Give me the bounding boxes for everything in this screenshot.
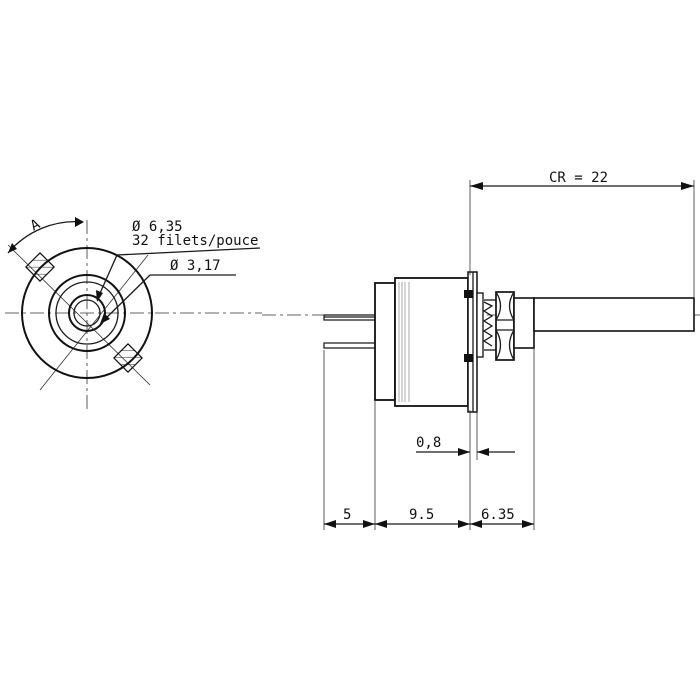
body-outer-circle [21, 247, 153, 379]
thread-diameter-label: Ø 6,35 [132, 219, 183, 235]
washer [476, 292, 484, 358]
arrowhead [75, 217, 84, 227]
shaft-inner-circle [73, 299, 101, 327]
arrowhead [522, 520, 534, 528]
body-dimension-label: 9.5 [409, 507, 434, 523]
washer-dimension-label: 0,8 [416, 435, 441, 451]
shaft-diameter-label: Ø 3,17 [170, 258, 221, 274]
shaft [533, 297, 695, 332]
arrowhead [100, 313, 110, 324]
arrowhead [363, 520, 375, 528]
arrowhead [96, 290, 103, 302]
arrowhead [375, 520, 387, 528]
arrowhead [458, 448, 470, 456]
front-diagonal-line [39, 254, 149, 391]
angle-arc [7, 221, 84, 254]
arrowhead [8, 243, 17, 253]
body-shading [398, 282, 410, 402]
mounting-lug-upper [25, 252, 55, 282]
arrowhead [681, 182, 694, 190]
arrowhead [324, 520, 336, 528]
thread-leader-underline [116, 247, 261, 256]
travel-dimension-label: CR = 22 [549, 170, 608, 186]
mounting-lug-lower [113, 343, 143, 373]
thread-profile [482, 301, 494, 347]
shaft-outer-circle [68, 294, 106, 332]
potentiometer-body [394, 277, 469, 407]
side-view: CR = 22 0,8 5 9.5 6.35 [262, 170, 700, 530]
angle-label: A [28, 216, 43, 234]
thread-inner-circle [55, 281, 119, 345]
arrowhead [458, 520, 470, 528]
bushing [513, 297, 535, 349]
bushing-dimension-label: 6.35 [481, 507, 515, 523]
arrowhead [470, 520, 482, 528]
terminal-pins [323, 314, 379, 349]
hex-nut [495, 291, 515, 361]
arrowhead [470, 182, 483, 190]
flange-rivet-lower [464, 354, 473, 362]
shaft-leader-line [100, 274, 151, 324]
arrowhead [477, 448, 489, 456]
flange-rivet-upper [464, 290, 473, 298]
rear-plate [374, 282, 396, 401]
thread-pitch-label: 32 filets/pouce [132, 233, 258, 249]
front-view: A Ø 6,35 32 filets/pouce Ø 3,17 [5, 216, 262, 410]
pins-dimension-label: 5 [343, 507, 351, 523]
thread-outer-circle [48, 274, 126, 352]
